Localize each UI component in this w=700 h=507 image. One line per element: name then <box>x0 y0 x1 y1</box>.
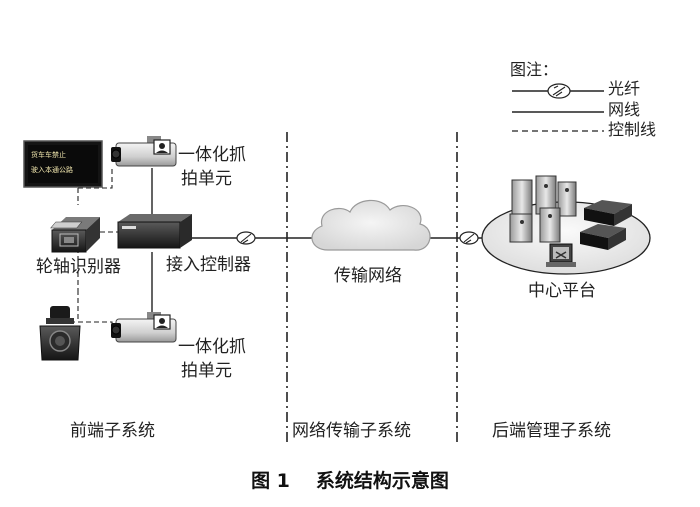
legend-fiber-line <box>512 83 604 99</box>
legend-title: 图注： <box>510 60 559 79</box>
legend <box>512 83 604 132</box>
connections <box>62 168 518 334</box>
subsystem-network-label: 网络传输子系统 <box>292 421 411 441</box>
legend-network-label: 网线 <box>608 100 641 119</box>
subsystem-front-label: 前端子系统 <box>70 421 155 441</box>
axle-recognizer-device <box>50 217 100 253</box>
subsystem-back-label: 后端管理子系统 <box>492 421 611 441</box>
fiber-marker-left <box>236 231 256 245</box>
warning-light-device <box>39 306 81 361</box>
access-controller-device <box>117 214 192 249</box>
sign-text-line2: 驶入本通公路 <box>31 166 73 174</box>
figure-title: 系统结构示意图 <box>315 470 449 492</box>
workstation <box>546 243 576 267</box>
camera-bottom-label-line2: 拍单元 <box>181 361 232 381</box>
legend-fiber-label: 光纤 <box>608 79 641 98</box>
camera-top-label-line2: 拍单元 <box>181 169 232 189</box>
storage-units <box>580 200 632 250</box>
transmission-network-label: 传输网络 <box>334 266 402 286</box>
camera-top-label-line1: 一体化抓 <box>178 145 246 165</box>
sign-text-line1: 货车车禁止 <box>31 151 66 159</box>
center-platform-label: 中心平台 <box>528 281 596 301</box>
server-cluster <box>509 175 577 243</box>
legend-control-label: 控制线 <box>608 120 657 139</box>
access-controller-label: 接入控制器 <box>166 255 251 275</box>
fiber-marker-right <box>459 231 479 245</box>
figure-caption: 图 1 系统结构示意图 <box>0 466 700 493</box>
camera-top-device <box>111 136 177 167</box>
camera-bottom-device <box>111 312 177 343</box>
message-sign <box>23 140 103 188</box>
axle-recognizer-label: 轮轴识别器 <box>36 257 121 277</box>
camera-bottom-label-line1: 一体化抓 <box>178 337 246 357</box>
transmission-network-cloud <box>311 199 431 251</box>
figure-number: 图 1 <box>251 470 290 492</box>
